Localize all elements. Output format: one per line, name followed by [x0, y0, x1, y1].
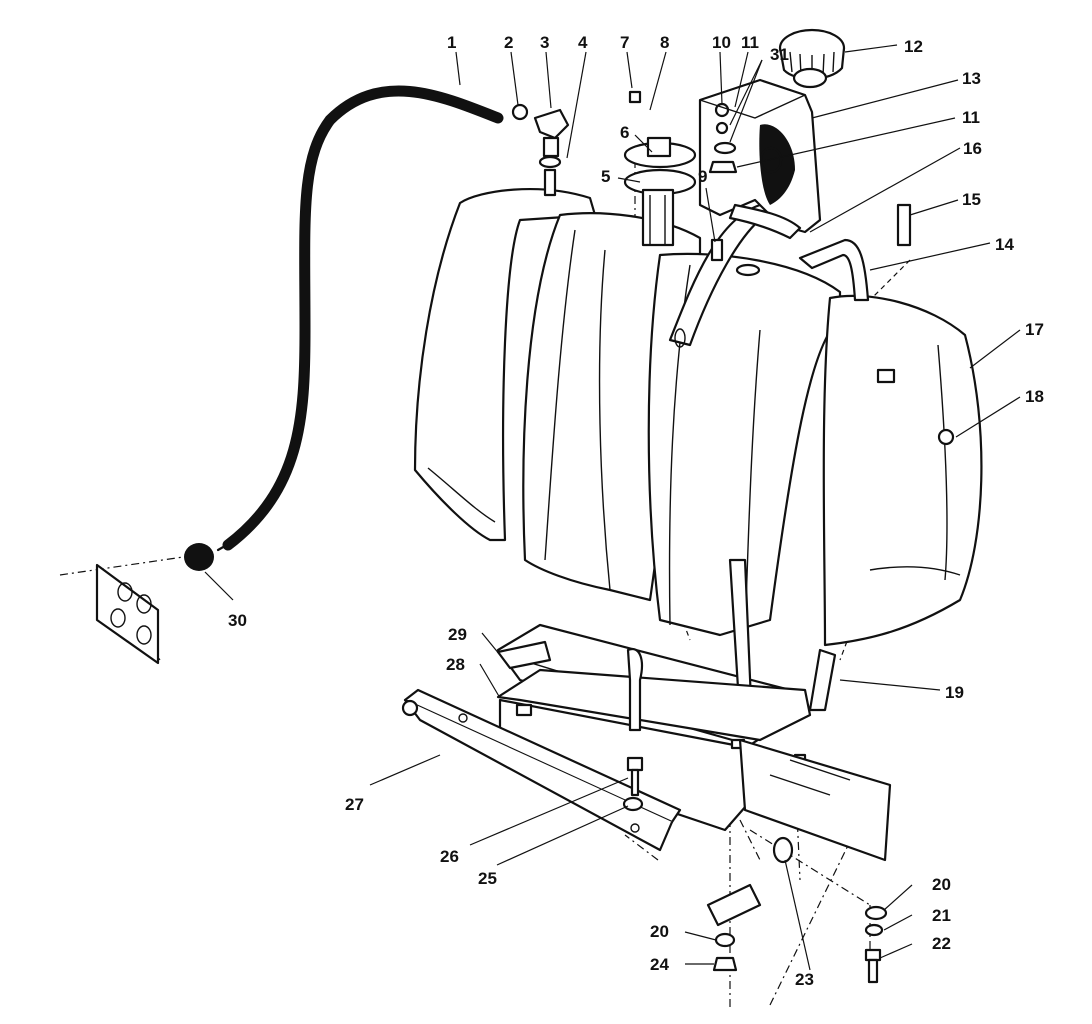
vent-fitting — [511, 103, 570, 197]
label-24: 24 — [650, 955, 669, 974]
label-28: 28 — [446, 655, 465, 674]
label-4: 4 — [578, 33, 588, 52]
label-5: 5 — [601, 167, 610, 186]
filler-neck — [698, 78, 822, 240]
label-23: 23 — [795, 970, 814, 989]
label-25: 25 — [478, 869, 497, 888]
seat-rail — [401, 688, 682, 852]
mounting-bracket-plate — [95, 563, 160, 665]
label-29: 29 — [448, 625, 467, 644]
bolt-and-washer — [622, 756, 644, 812]
leader-lines — [204, 44, 1021, 971]
label-11a: 11 — [741, 33, 759, 52]
label-27: 27 — [345, 795, 364, 814]
label-19: 19 — [945, 683, 964, 702]
fuel-sender — [623, 136, 697, 247]
label-12: 12 — [904, 37, 923, 56]
label-26: 26 — [440, 847, 459, 866]
label-10: 10 — [712, 33, 731, 52]
fuel-hose — [222, 85, 504, 551]
label-17: 17 — [1025, 320, 1044, 339]
label-3: 3 — [540, 33, 549, 52]
label-16: 14 — [995, 235, 1014, 254]
label-22: 22 — [932, 934, 951, 953]
tank-straps — [668, 203, 870, 727]
label-9: 9 — [698, 167, 707, 186]
fuel-cap — [778, 28, 846, 89]
label-30: 30 — [228, 611, 247, 630]
label-21: 21 — [932, 906, 951, 925]
label-15: 15 — [962, 190, 981, 209]
label-13: 13 — [962, 69, 981, 88]
grommet-plug — [184, 543, 214, 571]
label-14: 16 — [963, 139, 982, 158]
label-11b: 11 — [962, 108, 980, 127]
label-18: 18 — [1025, 387, 1044, 406]
label-20b: 20 — [650, 922, 669, 941]
label-20a: 20 — [932, 875, 951, 894]
seat-frame — [706, 738, 892, 927]
label-7: 7 — [620, 33, 629, 52]
label-8: 8 — [660, 33, 669, 52]
label-31: 31 — [770, 45, 789, 64]
part-labels: 1 2 3 4 7 8 10 11 31 12 13 11 16 6 5 9 1… — [228, 33, 1044, 989]
label-2: 2 — [504, 33, 513, 52]
fuel-tank — [413, 188, 983, 747]
label-6: 6 — [620, 123, 629, 142]
label-1: 1 — [447, 33, 456, 52]
